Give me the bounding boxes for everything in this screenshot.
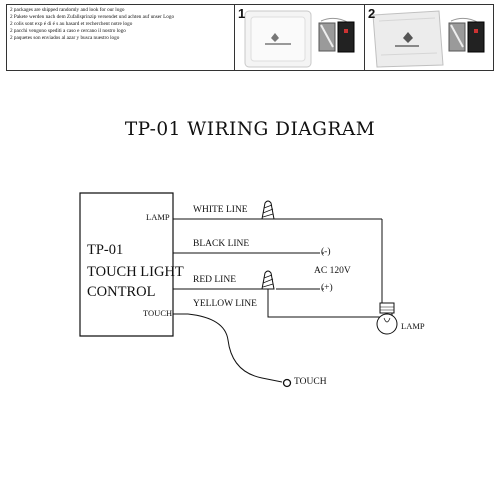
white-wire [173, 218, 383, 303]
white-line-label: WHITE LINE [193, 205, 248, 215]
power-voltage-label: AC 120V [314, 266, 351, 276]
package-1-image [244, 10, 355, 68]
control-box-outline [79, 192, 174, 337]
touch-ring-terminal [282, 378, 292, 388]
shipping-notes: 2 packages are shipped randomly and look… [7, 5, 235, 70]
note-italian: 2 pacchi vengono spediti a caso e cercan… [10, 28, 126, 35]
control-model-label: TP-01 [87, 242, 124, 258]
note-german: 2 Pakete werden nach dem Zufallsprinzip … [10, 14, 175, 21]
yellow-line-label: YELLOW LINE [193, 299, 257, 309]
power-negative-label: (-) [321, 247, 331, 257]
note-spanish: 2 paquetes son enviados al azar y busca … [10, 35, 120, 42]
wire-nut-bottom [261, 270, 275, 290]
red-line-label: RED LINE [193, 275, 237, 285]
touch-label: TOUCH [294, 377, 327, 387]
black-line-label: BLACK LINE [193, 239, 250, 249]
package-2-image [372, 10, 485, 68]
lamp-bulb-icon [376, 302, 398, 335]
note-english: 2 packages are shipped randomly and look… [10, 7, 125, 13]
note-french: 2 colis sont exp é di é s au hasard et r… [10, 21, 133, 28]
package-1-number: 1 [238, 6, 246, 21]
diagram-title: TP-01 WIRING DIAGRAM [124, 119, 376, 140]
wire-nut-top [261, 200, 275, 220]
package-2-panel: 2 [364, 5, 493, 70]
control-name-line1: TOUCH LIGHT [87, 264, 184, 280]
shipping-notice-banner: 2 packages are shipped randomly and look… [6, 4, 494, 71]
lamp-label: LAMP [401, 321, 425, 331]
package-1-panel: 1 [235, 5, 364, 70]
package-2-number: 2 [368, 6, 376, 21]
power-positive-label: (+) [321, 283, 333, 293]
lamp-terminal-label: LAMP [146, 212, 170, 222]
yellow-wire [173, 313, 283, 383]
touch-terminal-label: TOUCH [143, 308, 173, 318]
control-name-line2: CONTROL [87, 284, 156, 300]
